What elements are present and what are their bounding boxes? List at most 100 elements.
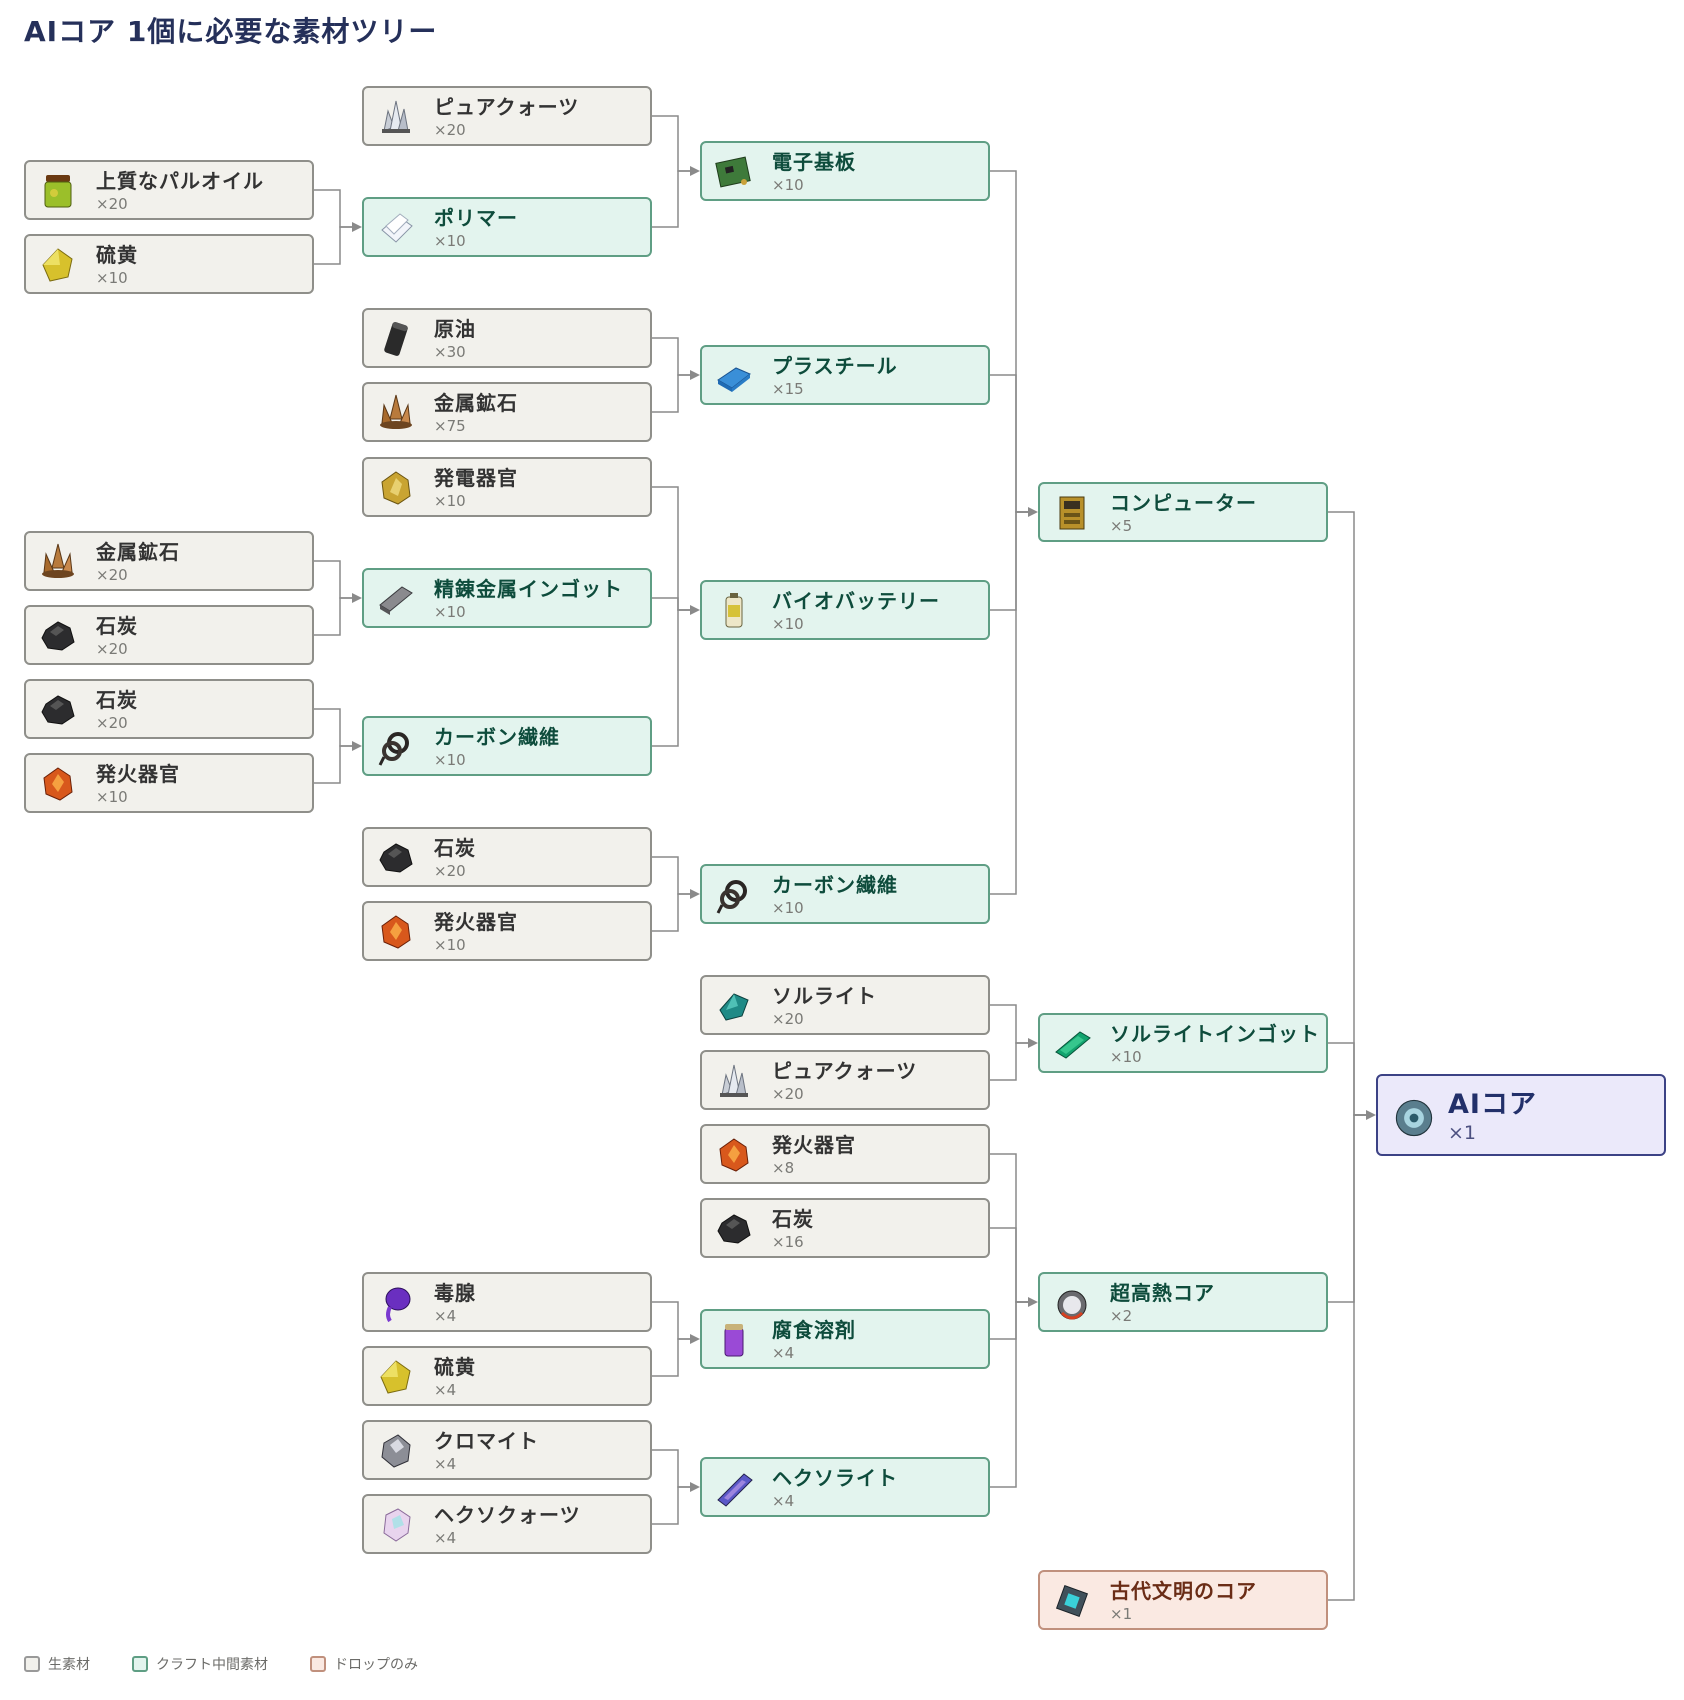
crystal-icon bbox=[714, 1061, 754, 1101]
node-name: 石炭 bbox=[434, 836, 476, 860]
node-quantity: ×20 bbox=[434, 862, 466, 880]
node-name: ソルライト bbox=[772, 984, 877, 1008]
node-quantity: ×20 bbox=[772, 1010, 804, 1028]
node-name: 金属鉱石 bbox=[434, 391, 518, 415]
node-name: 原油 bbox=[434, 317, 476, 341]
node-quantity: ×4 bbox=[434, 1455, 457, 1473]
edge-superheat-core-to-ai-core bbox=[1328, 1114, 1368, 1303]
node-flame-organ-1: 発火器官×10 bbox=[24, 753, 314, 813]
node-plasteel: プラスチール×15 bbox=[700, 345, 990, 405]
node-name: プラスチール bbox=[772, 354, 898, 378]
node-coal-4: 石炭 ×16 bbox=[700, 1198, 990, 1258]
edge-pure-quartz-1-to-circuit-board bbox=[652, 115, 692, 172]
sollite-icon bbox=[714, 986, 754, 1026]
legend-item-drop: ドロップのみ bbox=[310, 1654, 418, 1674]
edge-arrowhead bbox=[352, 222, 362, 232]
edge-ore-2-to-ingot bbox=[314, 560, 354, 599]
node-name: コンピューター bbox=[1110, 491, 1257, 515]
node-quantity: ×20 bbox=[96, 640, 128, 658]
flame-organ-icon bbox=[376, 912, 416, 952]
node-ingot: 精錬金属インゴット×10 bbox=[362, 568, 652, 628]
legend-label-craft: クラフト中間素材 bbox=[156, 1657, 268, 1673]
oil-barrel-icon bbox=[376, 319, 416, 359]
sollite-ingot-icon bbox=[1052, 1024, 1092, 1064]
node-quantity: ×10 bbox=[434, 603, 466, 621]
legend-item-raw: 生素材 bbox=[24, 1654, 90, 1674]
node-quantity: ×4 bbox=[434, 1307, 457, 1325]
flame-organ-icon bbox=[38, 764, 78, 804]
node-name: 超高熱コア bbox=[1110, 1281, 1215, 1305]
node-name: 石炭 bbox=[772, 1207, 814, 1231]
edge-coal-2-to-carbon-1 bbox=[314, 708, 354, 747]
solvent-jar-icon bbox=[714, 1320, 754, 1360]
node-name: バイオバッテリー bbox=[772, 589, 940, 613]
node-carbon-2: カーボン繊維×10 bbox=[700, 864, 990, 924]
node-quantity: ×16 bbox=[772, 1233, 804, 1251]
node-quantity: ×5 bbox=[1110, 517, 1133, 535]
node-name: 硫黄 bbox=[434, 1355, 476, 1379]
edge-carbon-2-to-computer bbox=[990, 511, 1030, 895]
node-name: ソルライトインゴット bbox=[1110, 1022, 1320, 1046]
node-quantity: ×20 bbox=[96, 195, 128, 213]
node-quantity: ×4 bbox=[434, 1529, 457, 1547]
edge-ore-1-to-plasteel bbox=[652, 374, 692, 413]
node-quantity: ×1 bbox=[1448, 1122, 1477, 1144]
edge-arrowhead bbox=[352, 741, 362, 751]
heat-core-icon bbox=[1052, 1283, 1092, 1323]
battery-icon bbox=[714, 591, 754, 631]
edge-bio-battery-to-computer bbox=[990, 511, 1030, 611]
node-corrosive: 腐食溶剤×4 bbox=[700, 1309, 990, 1369]
ingot-icon bbox=[376, 579, 416, 619]
edge-crude-oil-to-plasteel bbox=[652, 337, 692, 376]
edge-coal-1-to-ingot bbox=[314, 597, 354, 636]
node-quantity: ×4 bbox=[772, 1492, 795, 1510]
node-quantity: ×8 bbox=[772, 1159, 795, 1177]
node-name: 腐食溶剤 bbox=[772, 1318, 856, 1342]
node-quantity: ×20 bbox=[96, 566, 128, 584]
node-name: AIコア bbox=[1448, 1089, 1537, 1120]
node-name: ポリマー bbox=[434, 206, 518, 230]
legend-label-raw: 生素材 bbox=[48, 1657, 90, 1673]
node-sulfur-1: 硫黄×10 bbox=[24, 234, 314, 294]
node-name: 発火器官 bbox=[96, 762, 180, 786]
node-quantity: ×75 bbox=[434, 417, 466, 435]
node-quantity: ×20 bbox=[96, 714, 128, 732]
node-hq-pal-oil: 上質なパルオイル×20 bbox=[24, 160, 314, 220]
node-name: 硫黄 bbox=[96, 243, 138, 267]
circuit-board-icon bbox=[714, 152, 754, 192]
node-quantity: ×10 bbox=[434, 751, 466, 769]
edge-polymer-to-circuit-board bbox=[652, 170, 692, 228]
sulfur-icon bbox=[38, 245, 78, 285]
edge-coal-3-to-carbon-2 bbox=[652, 856, 692, 895]
node-coal-1: 石炭×20 bbox=[24, 605, 314, 665]
node-name: カーボン繊維 bbox=[434, 725, 560, 749]
node-bio-battery: バイオバッテリー×10 bbox=[700, 580, 990, 640]
coal-icon bbox=[38, 616, 78, 656]
node-name: ヘクソクォーツ bbox=[434, 1503, 581, 1527]
ancient-core-icon bbox=[1052, 1581, 1092, 1621]
node-name: ヘクソライト bbox=[772, 1466, 898, 1490]
node-hexolite: ヘクソライト ×4 bbox=[700, 1457, 990, 1517]
edge-arrowhead bbox=[1366, 1110, 1376, 1120]
edge-hexo-quartz-to-hexolite bbox=[652, 1486, 692, 1525]
node-pure-quartz-2: ピュアクォーツ×20 bbox=[700, 1050, 990, 1110]
node-circuit-board: 電子基板×10 bbox=[700, 141, 990, 201]
node-ancient-core: 古代文明のコア×1 bbox=[1038, 1570, 1328, 1630]
legend-swatch-raw bbox=[24, 1656, 40, 1672]
node-name: 石炭 bbox=[96, 688, 138, 712]
edge-poison-gland-to-corrosive bbox=[652, 1301, 692, 1340]
node-name: 発火器官 bbox=[772, 1133, 856, 1157]
node-name: ピュアクォーツ bbox=[772, 1059, 918, 1083]
node-ai-core: AIコア×1 bbox=[1376, 1074, 1666, 1156]
node-hexo-quartz: ヘクソクォーツ ×4 bbox=[362, 1494, 652, 1554]
edge-hexolite-to-superheat-core bbox=[990, 1301, 1030, 1488]
node-polymer: ポリマー×10 bbox=[362, 197, 652, 257]
edge-arrowhead bbox=[1028, 1038, 1038, 1048]
oil-jar-icon bbox=[38, 171, 78, 211]
node-quantity: ×2 bbox=[1110, 1307, 1133, 1325]
node-quantity: ×20 bbox=[434, 121, 466, 139]
edge-pure-quartz-2-to-sollite-ingot bbox=[990, 1042, 1030, 1081]
plasteel-icon bbox=[714, 356, 754, 396]
legend-label-drop: ドロップのみ bbox=[334, 1657, 418, 1673]
edge-arrowhead bbox=[690, 1334, 700, 1344]
